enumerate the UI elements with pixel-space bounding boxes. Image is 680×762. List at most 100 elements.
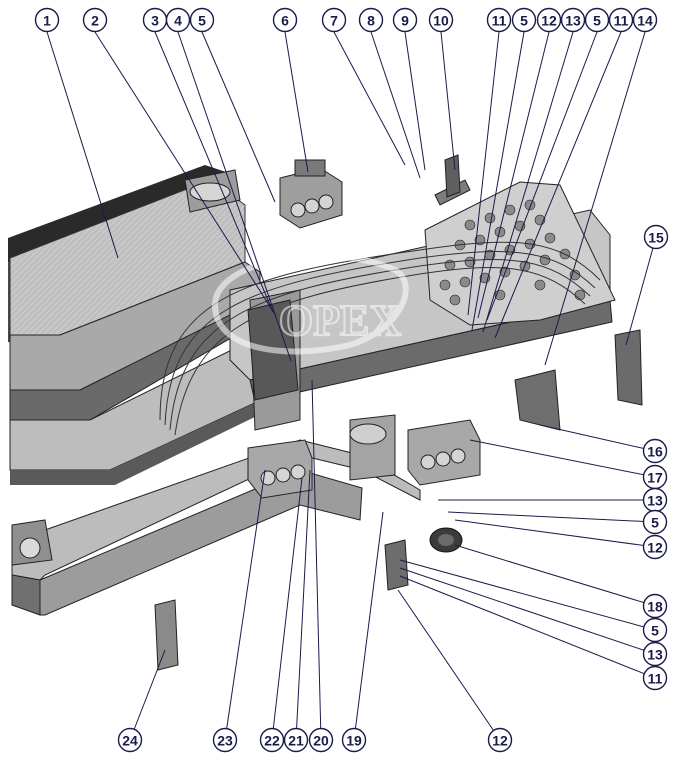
callout-number: 12 [647, 540, 663, 556]
callout-number: 13 [565, 13, 581, 29]
leader-lines [46, 31, 657, 741]
callout-circle [392, 7, 418, 33]
bracket-15 [614, 329, 643, 406]
callout-number: 9 [401, 13, 409, 29]
callout-c-r-13a: 13 [642, 487, 668, 513]
callout-c-r-5a: 5 [642, 509, 668, 535]
callout-circle [584, 7, 610, 33]
callout-c-r-17: 17 [642, 464, 668, 490]
bracket-24 [154, 599, 179, 671]
callout-circle [642, 534, 668, 560]
callout-number: 13 [647, 493, 663, 509]
callout-c-b-24: 24 [117, 727, 143, 753]
callout-number: 5 [593, 13, 601, 29]
callout-c-b-22: 22 [259, 727, 285, 753]
callout-number: 11 [614, 13, 629, 29]
callout-circle [642, 641, 668, 667]
callout-circle [82, 7, 108, 33]
callout-number: 12 [492, 733, 508, 749]
callout-number: 3 [151, 13, 159, 29]
callout-circle [321, 7, 347, 33]
bracket-19 [384, 539, 409, 591]
callout-c-top-5c: 5 [584, 7, 610, 33]
callout-c-b-12: 12 [487, 727, 513, 753]
bracket-10 [434, 154, 471, 206]
callout-c-top-11a: 11 [486, 7, 512, 33]
callout-c-top-6: 6 [272, 7, 298, 33]
callout-number: 5 [651, 515, 659, 531]
callout-circle [642, 438, 668, 464]
valve-block-17 [407, 419, 481, 486]
callout-number: 2 [91, 13, 99, 29]
callout-number: 16 [647, 444, 663, 460]
callout-circle [341, 727, 367, 753]
callout-circle [308, 727, 334, 753]
callout-circle [272, 7, 298, 33]
callout-number: 12 [541, 13, 557, 29]
callout-number: 21 [288, 733, 304, 749]
callout-number: 19 [346, 733, 362, 749]
bracket-16 [514, 369, 561, 431]
callout-number: 1 [43, 13, 51, 29]
callout-number: 13 [647, 647, 663, 663]
callout-circle [259, 727, 285, 753]
callout-circle [608, 7, 634, 33]
valve-block-23 [247, 439, 313, 499]
callout-number: 24 [122, 733, 138, 749]
callout-circle [632, 7, 658, 33]
callout-number: 23 [217, 733, 233, 749]
callout-c-top-3: 3 [142, 7, 168, 33]
callout-number: 6 [281, 13, 289, 29]
callout-c-r-13b: 13 [642, 641, 668, 667]
callout-c-b-23: 23 [212, 727, 238, 753]
callout-circle [283, 727, 309, 753]
callout-circle [643, 224, 669, 250]
hydraulic-lines [159, 241, 601, 436]
horn-18 [429, 527, 463, 553]
callout-circle [358, 7, 384, 33]
callout-c-r-18: 18 [642, 593, 668, 619]
callout-circle [165, 7, 191, 33]
callout-circle [428, 7, 454, 33]
callout-c-b-19: 19 [341, 727, 367, 753]
callout-circle [486, 7, 512, 33]
callout-c-top-8: 8 [358, 7, 384, 33]
callout-number: 5 [651, 623, 659, 639]
callout-circle [560, 7, 586, 33]
callout-number: 18 [647, 599, 663, 615]
callout-number: 17 [647, 470, 663, 486]
callout-c-top-14: 14 [632, 7, 658, 33]
svg-text:ОРЕХ: ОРЕХ [279, 296, 401, 345]
callout-c-top-9: 9 [392, 7, 418, 33]
callout-number: 4 [174, 13, 182, 29]
callout-circle [487, 727, 513, 753]
callout-c-r-15: 15 [643, 224, 669, 250]
callout-number: 22 [264, 733, 280, 749]
callout-circle [511, 7, 537, 33]
watermark: ОРЕХ [211, 252, 409, 355]
callout-number: 15 [648, 230, 664, 246]
callout-c-top-7: 7 [321, 7, 347, 33]
callout-number: 11 [648, 671, 663, 687]
valve-block-top [279, 159, 343, 229]
callout-c-top-5b: 5 [511, 7, 537, 33]
callout-c-top-1: 1 [34, 7, 60, 33]
callout-circle [34, 7, 60, 33]
callout-number: 5 [520, 13, 528, 29]
callout-circle [642, 617, 668, 643]
callout-c-top-5a: 5 [189, 7, 215, 33]
callout-number: 14 [637, 13, 653, 29]
callout-c-top-11b: 11 [608, 7, 634, 33]
callout-number: 7 [330, 13, 338, 29]
callout-circle [189, 7, 215, 33]
callout-circle [536, 7, 562, 33]
callout-c-r-5b: 5 [642, 617, 668, 643]
callout-c-b-21: 21 [283, 727, 309, 753]
callout-c-r-12a: 12 [642, 534, 668, 560]
callout-circle [642, 509, 668, 535]
callout-number: 10 [433, 13, 449, 29]
callout-c-top-4: 4 [165, 7, 191, 33]
callout-number: 11 [492, 13, 507, 29]
